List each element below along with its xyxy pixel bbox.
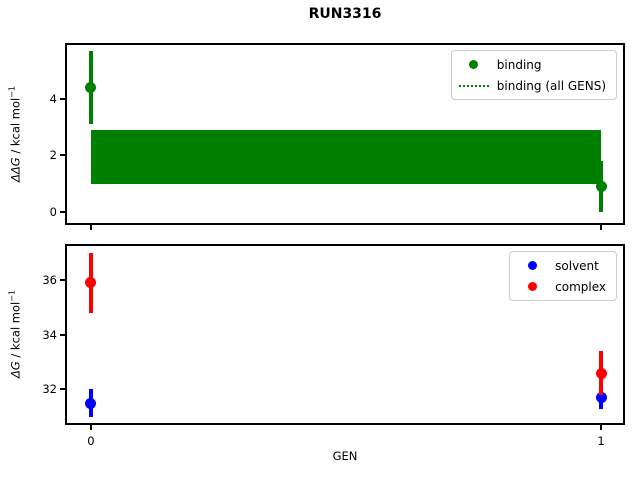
data-point-marker [85,277,97,289]
y-axis-label-math: ΔG [8,361,23,379]
marker-glyph [527,282,537,291]
x-axis-label: GEN [332,449,358,463]
legend-label: binding (all GENS) [496,78,606,93]
y-tick-label: 2 [49,148,57,163]
data-point-marker [595,392,607,404]
y-axis-label-exponent: −1 [7,86,17,98]
y-tick-mark [60,279,65,282]
dotted-line-glyph [458,84,489,87]
legend: solvent complex [509,251,617,301]
x-tick-label: 0 [87,434,95,448]
legend-label: complex [555,279,606,294]
legend-entry: complex [516,276,606,297]
marker-glyph [527,261,537,270]
x-tick-mark [89,225,92,230]
x-tick-label: 1 [597,434,605,448]
y-axis-label-unit: / kcal mol [8,301,23,362]
y-tick-mark [60,154,65,157]
data-point-marker [595,367,607,379]
y-tick-label: 32 [42,382,57,397]
data-point-marker [85,82,97,94]
top-y-axis-label: ΔΔG / kcal mol−1 [8,86,23,182]
chart-title: RUN3316 [308,6,382,22]
y-tick-mark [60,210,65,213]
x-tick-mark [89,425,92,430]
y-axis-label-math: ΔΔG [8,157,23,182]
legend-entry: binding [458,54,606,75]
confidence-band [90,130,602,184]
y-tick-label: 34 [42,327,57,342]
legend-dot-icon [516,282,548,291]
y-axis-label-exponent: −1 [7,289,17,302]
bottom-y-axis-label: ΔG / kcal mol−1 [8,290,23,378]
top-subplot: 0 2 4 binding binding (all GENS) [50,43,625,230]
legend-entry: solvent [516,255,606,276]
x-tick-mark [600,225,603,230]
legend-label: binding [496,57,542,72]
y-tick-label: 0 [49,204,57,219]
legend-entry: binding (all GENS) [458,75,606,96]
y-tick-label: 4 [49,91,57,106]
legend: binding binding (all GENS) [450,50,617,100]
marker-glyph [469,60,479,69]
legend-dot-icon [516,261,548,270]
legend-dotted-line-icon [458,84,490,87]
legend-label: solvent [555,258,599,273]
y-axis-label-unit: / kcal mol [8,97,23,158]
y-tick-mark [60,333,65,336]
data-point-marker [85,397,97,409]
y-tick-mark [60,97,65,100]
y-tick-mark [60,388,65,391]
data-point-marker [595,181,607,193]
legend-dot-icon [458,60,490,69]
y-tick-label: 36 [42,273,57,288]
bottom-subplot: 32 34 36 0 1 solvent complex [42,244,625,448]
x-tick-mark [600,425,603,430]
